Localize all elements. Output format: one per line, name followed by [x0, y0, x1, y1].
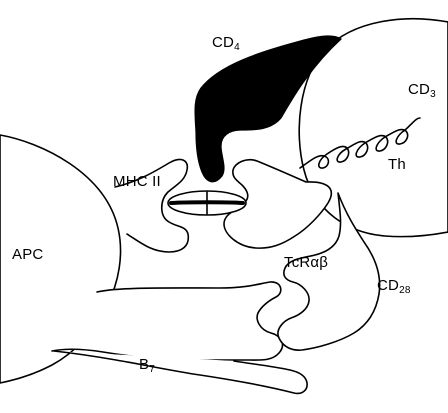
b7-label: B7: [139, 357, 155, 375]
mhc-ii-label: MHC II: [113, 174, 161, 189]
cd3-label: CD3: [408, 82, 436, 100]
th-label: Th: [388, 157, 406, 172]
cd28-label: CD28: [377, 278, 411, 296]
cd4-label: CD4: [212, 35, 240, 53]
tcr-label: TcRαβ: [284, 255, 328, 270]
apc-label: APC: [12, 247, 43, 262]
